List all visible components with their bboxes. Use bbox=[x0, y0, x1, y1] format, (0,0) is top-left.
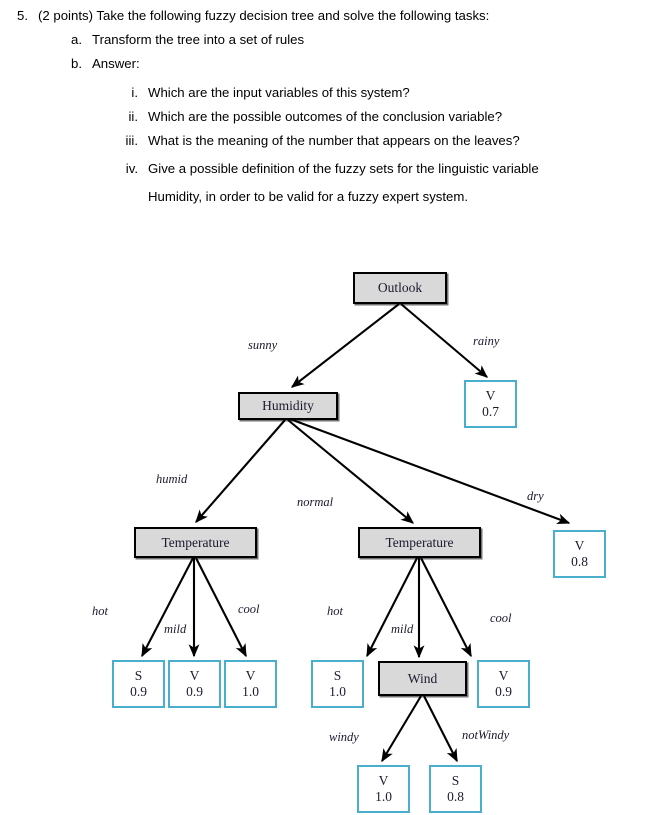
subitem-marker-i: i. bbox=[131, 85, 138, 100]
node-outlook[interactable]: Outlook bbox=[353, 272, 447, 304]
edge-label-notwindy: notWindy bbox=[462, 728, 510, 742]
item-text-b: Answer: bbox=[92, 56, 140, 71]
node-temperature-right[interactable]: Temperature bbox=[358, 527, 481, 558]
fuzzy-decision-tree-diagram: Outlook Humidity Temperature Temperature… bbox=[0, 230, 667, 815]
leaf-dry-class: V bbox=[574, 538, 585, 553]
edge-label-hot-right: hot bbox=[327, 604, 343, 618]
subitem-marker-iii: iii. bbox=[125, 133, 138, 148]
edge-label-rainy: rainy bbox=[473, 334, 500, 348]
node-outlook-label: Outlook bbox=[377, 280, 423, 295]
edge-humidity-humid bbox=[195, 419, 286, 523]
edge-temp-left-hot bbox=[141, 557, 194, 658]
leaf-left-cool-value: 1.0 bbox=[242, 684, 259, 699]
subitem-text-iii: What is the meaning of the number that a… bbox=[148, 133, 520, 148]
node-temperature-left[interactable]: Temperature bbox=[134, 527, 257, 558]
edge-temp-right-cool bbox=[420, 557, 472, 658]
leaf-notwindy-value: 0.8 bbox=[447, 789, 464, 804]
leaf-rainy-value: 0.7 bbox=[482, 404, 499, 419]
edge-label-windy: windy bbox=[329, 730, 359, 744]
leaf-dry[interactable]: V 0.8 bbox=[553, 530, 606, 578]
node-humidity-label: Humidity bbox=[262, 398, 314, 413]
leaf-right-cool-value: 0.9 bbox=[495, 684, 512, 699]
leaf-left-mild[interactable]: V 0.9 bbox=[168, 660, 221, 708]
item-text-a: Transform the tree into a set of rules bbox=[92, 32, 305, 47]
leaf-rainy[interactable]: V 0.7 bbox=[464, 380, 517, 428]
leaf-windy-value: 1.0 bbox=[375, 789, 392, 804]
edge-label-mild-left: mild bbox=[164, 622, 187, 636]
subitem-text-i: Which are the input variables of this sy… bbox=[148, 85, 410, 100]
leaf-left-hot-class: S bbox=[134, 668, 143, 683]
edge-wind-windy bbox=[381, 695, 422, 763]
edge-label-sunny: sunny bbox=[248, 338, 278, 352]
leaf-notwindy[interactable]: S 0.8 bbox=[429, 765, 482, 813]
question-stem: (2 points) Take the following fuzzy deci… bbox=[38, 8, 490, 23]
question-number: 5. bbox=[17, 8, 28, 23]
leaf-dry-value: 0.8 bbox=[571, 554, 588, 569]
leaf-right-hot-value: 1.0 bbox=[329, 684, 346, 699]
edge-outlook-sunny bbox=[291, 303, 400, 388]
leaf-left-hot[interactable]: S 0.9 bbox=[112, 660, 165, 708]
edge-label-cool-left: cool bbox=[238, 602, 260, 616]
subitem-text-iv: Give a possible definition of the fuzzy … bbox=[148, 161, 539, 176]
leaf-left-mild-value: 0.9 bbox=[186, 684, 203, 699]
leaf-rainy-class: V bbox=[485, 388, 496, 403]
subitem-marker-iv: iv. bbox=[125, 161, 138, 176]
node-temperature-left-label: Temperature bbox=[161, 534, 230, 550]
edge-label-dry: dry bbox=[527, 489, 544, 503]
edge-label-hot-left: hot bbox=[92, 604, 108, 618]
node-wind-label: Wind bbox=[407, 670, 438, 686]
item-marker-b: b. bbox=[71, 56, 82, 71]
leaf-notwindy-class: S bbox=[451, 773, 460, 788]
edge-humidity-normal bbox=[287, 419, 414, 524]
edge-label-mild-right: mild bbox=[391, 622, 414, 636]
edge-humidity-dry bbox=[289, 418, 571, 525]
node-wind[interactable]: Wind bbox=[378, 661, 467, 696]
leaf-right-hot[interactable]: S 1.0 bbox=[311, 660, 364, 708]
edge-label-humid: humid bbox=[156, 472, 188, 486]
item-marker-a: a. bbox=[71, 32, 82, 47]
subitem-text-iv-cont: Humidity, in order to be valid for a fuz… bbox=[148, 189, 469, 204]
leaf-right-cool-class: V bbox=[498, 668, 509, 683]
subitem-text-ii: Which are the possible outcomes of the c… bbox=[148, 109, 503, 124]
leaf-left-cool-class: V bbox=[245, 668, 256, 683]
edge-label-normal: normal bbox=[297, 495, 334, 509]
node-temperature-right-label: Temperature bbox=[385, 534, 454, 550]
leaf-windy[interactable]: V 1.0 bbox=[357, 765, 410, 813]
tree-edge-layer bbox=[141, 303, 571, 763]
edge-wind-notwindy bbox=[423, 695, 458, 763]
leaf-windy-class: V bbox=[378, 773, 389, 788]
edge-temp-right-hot bbox=[366, 557, 418, 658]
leaf-left-cool[interactable]: V 1.0 bbox=[224, 660, 277, 708]
leaf-left-mild-class: V bbox=[189, 668, 200, 683]
edge-outlook-rainy bbox=[400, 303, 488, 378]
edge-temp-left-cool bbox=[195, 557, 247, 658]
node-humidity[interactable]: Humidity bbox=[238, 392, 338, 420]
subitem-marker-ii: ii. bbox=[128, 109, 138, 124]
edge-label-cool-right: cool bbox=[490, 611, 512, 625]
leaf-right-cool[interactable]: V 0.9 bbox=[477, 660, 530, 708]
leaf-right-hot-class: S bbox=[333, 668, 342, 683]
leaf-left-hot-value: 0.9 bbox=[130, 684, 147, 699]
